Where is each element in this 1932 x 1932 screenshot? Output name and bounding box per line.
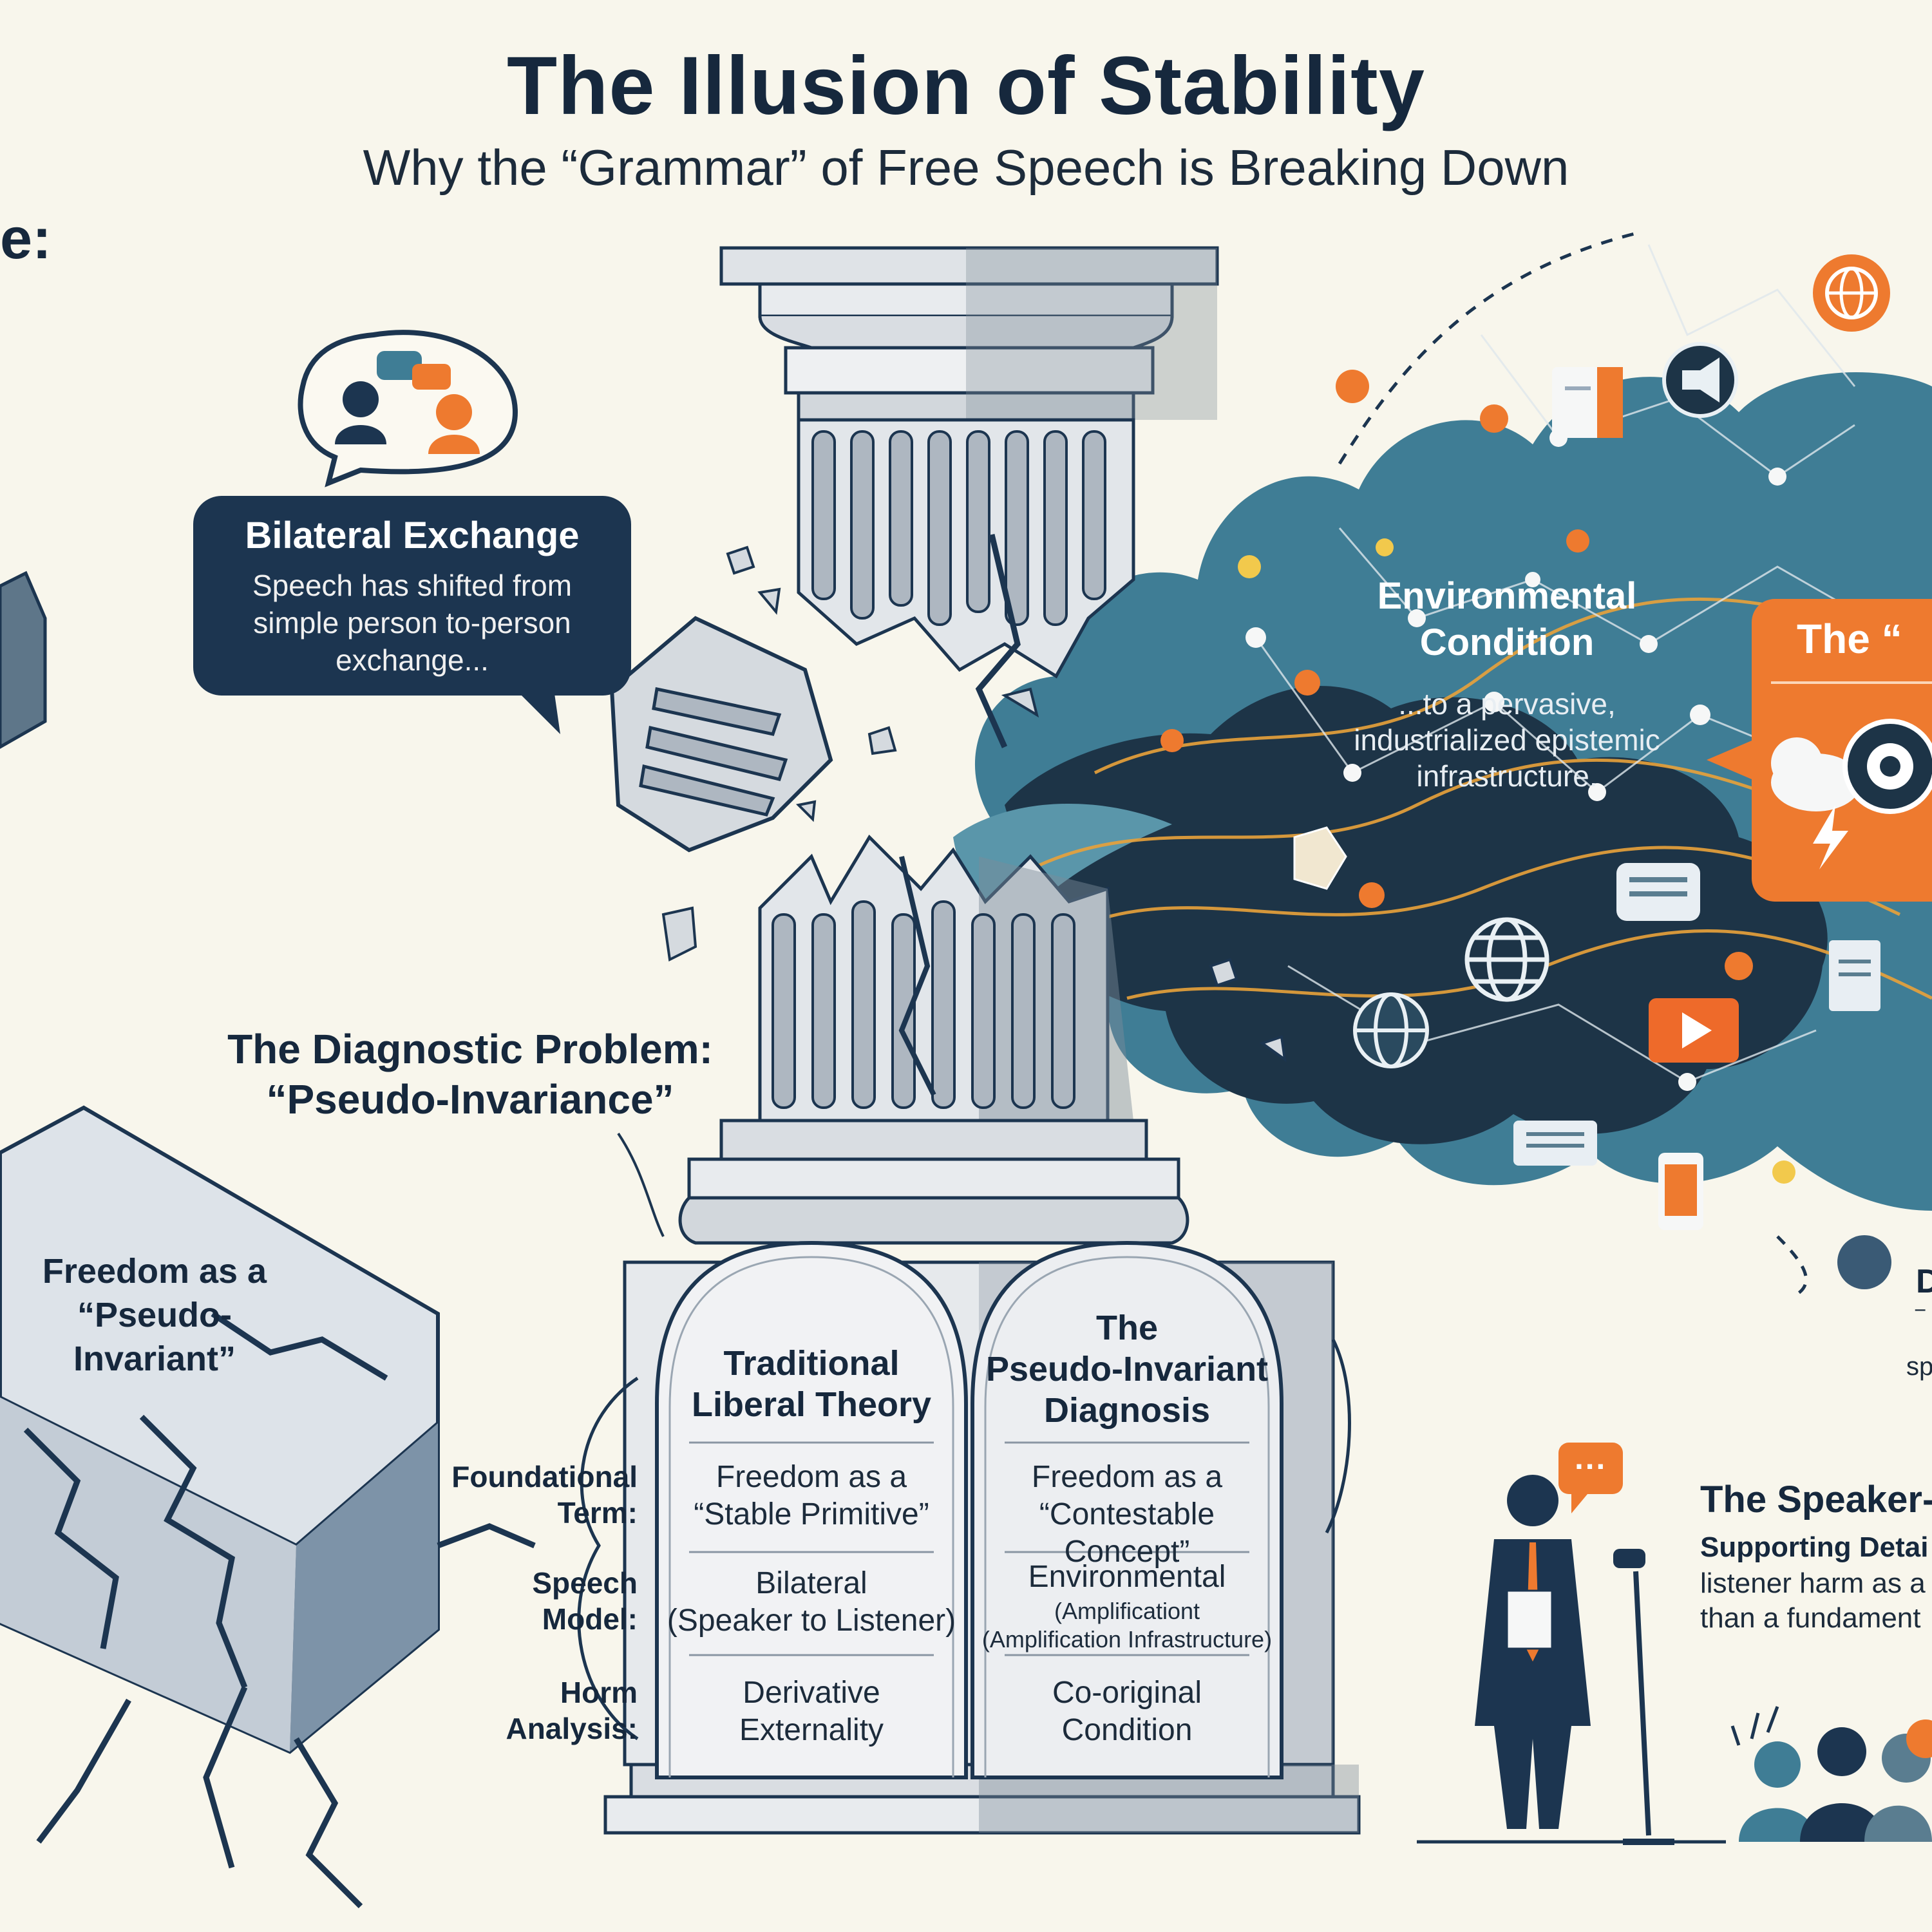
column-fragment	[609, 616, 833, 853]
tablet-traditional	[655, 1240, 968, 1779]
globe-icon	[1813, 254, 1890, 332]
environmental-body: ...to a pervasive, industrialized episte…	[1354, 687, 1660, 793]
globe-icon	[1353, 992, 1429, 1068]
diagnostic-title: The Diagnostic Problem: “Pseudo-Invarian…	[227, 1026, 713, 1122]
cell-diagnosis-speech-detail: (Amplificationt (Amplification Infrastru…	[981, 1598, 1273, 1653]
network-cloud	[953, 244, 1932, 1230]
speaker-body: listener harm as a than a fundament	[1700, 1567, 1926, 1634]
left-block-fragment	[0, 571, 47, 749]
column	[609, 246, 1287, 1245]
cell-traditional-speech: Bilateral (Speaker to Listener)	[667, 1566, 956, 1638]
chat-icon	[1616, 863, 1700, 921]
document-icon	[1552, 367, 1623, 438]
speaker-bubble-dots: ···	[1575, 1448, 1607, 1484]
bilateral-body: Speech has shifted from simple person to…	[252, 569, 573, 677]
smartphone-icon	[1658, 1153, 1703, 1230]
right-fragment-sp: sp	[1906, 1352, 1932, 1381]
orange-panel	[1707, 599, 1932, 902]
speaker-figure	[1475, 1443, 1674, 1845]
cell-traditional-harm: Derivative Externality	[739, 1676, 884, 1747]
row-label-foundational: Foundational Term:	[451, 1460, 638, 1530]
audience	[1730, 1706, 1932, 1842]
orange-panel-title: The “	[1797, 616, 1902, 662]
cloud-icon	[1771, 737, 1861, 811]
edge-fragment: e:	[0, 207, 52, 271]
column-heading-traditional: Traditional Liberal Theory	[691, 1344, 932, 1424]
debris	[661, 545, 1287, 1063]
cracked-block	[0, 1105, 536, 1909]
dashed-arc-lower	[1776, 1235, 1808, 1296]
row-label-harm: Horm Analysis:	[506, 1676, 638, 1745]
crystal-icon	[1293, 826, 1347, 890]
cell-diagnosis-foundational: Freedom as a “Contestable Concept”	[1031, 1460, 1223, 1569]
speaker-subtitle: Supporting Detai	[1700, 1531, 1929, 1563]
cell-diagnosis-harm: Co-original Condition	[1052, 1676, 1202, 1747]
bilateral-title: Bilateral Exchange	[245, 515, 580, 556]
document-icon	[1513, 1121, 1597, 1166]
column-heading-diagnosis: The Pseudo-Invariant Diagnosis	[985, 1309, 1269, 1430]
microphone-icon	[1613, 1549, 1674, 1845]
right-fragment-dash: ‾	[1916, 1307, 1925, 1336]
speaker-title: The Speaker-C	[1700, 1479, 1932, 1520]
page-subtitle: Why the “Grammar” of Free Speech is Brea…	[363, 139, 1569, 196]
dashed-arc	[1338, 230, 1643, 465]
document-icon	[1829, 940, 1880, 1011]
play-icon	[1649, 998, 1739, 1063]
status-dot	[1837, 1235, 1891, 1289]
target-icon	[1842, 719, 1932, 814]
megaphone-icon	[1662, 342, 1738, 418]
page-title: The Illusion of Stability	[507, 40, 1425, 132]
tablet-diagnosis	[971, 1240, 1283, 1779]
bilateral-bubble: Bilateral Exchange Speech has shifted fr…	[193, 496, 631, 696]
row-label-speech: Speech Model:	[532, 1566, 638, 1636]
bilateral-bubble-tail	[515, 689, 560, 734]
cell-diagnosis-speech: Environmental	[1028, 1560, 1226, 1594]
right-fragment-d: D	[1916, 1263, 1932, 1300]
freedom-block-label: Freedom as a “Pseudo-Invariant”	[42, 1252, 267, 1378]
lightning-icon	[1813, 805, 1848, 869]
diagnostic-leader	[617, 1132, 665, 1237]
conversation-icon	[298, 330, 518, 488]
globe-icon	[1464, 917, 1549, 1002]
cell-traditional-foundational: Freedom as a “Stable Primitive”	[694, 1460, 929, 1531]
environmental-title: Environmental Condition	[1377, 575, 1637, 663]
